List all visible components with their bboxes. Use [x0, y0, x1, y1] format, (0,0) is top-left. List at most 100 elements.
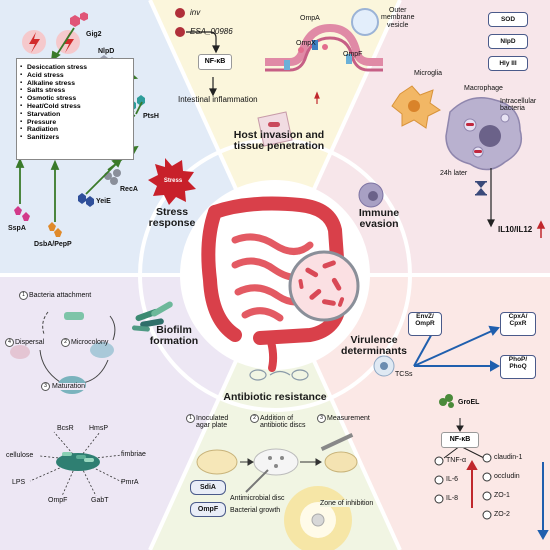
badge-hly-iii: Hly III	[488, 56, 528, 71]
biofilm-step-number: 4	[5, 338, 14, 347]
zone-of-inhibition-label: Zone of inhibition	[320, 500, 374, 508]
membrane-icon	[265, 8, 383, 72]
antibiotic-step-number: 1	[186, 414, 195, 423]
badge-nlpd: NlpD	[488, 34, 528, 49]
badge-cpxa-cpxr: CpxA/ CpxR	[500, 312, 536, 336]
microglia-label: Microglia	[414, 70, 443, 77]
ompx-label: OmpX	[296, 40, 316, 47]
antibiotic-step-number: 3	[317, 414, 326, 423]
biofilm-step-attachment: Bacteria attachment	[29, 292, 92, 299]
up-tnf-alpha: TNF-α	[446, 457, 466, 464]
il10-il12-label: IL10/IL12	[498, 225, 533, 234]
groel-label: GroEL	[458, 399, 480, 406]
intestinal-inflammation-label: Intestinal inflammation	[178, 95, 258, 104]
down-zo2: ZO-2	[494, 511, 510, 518]
tissue-icon	[257, 111, 293, 147]
disc-plate-icon	[245, 448, 299, 493]
factor-lps: LPS	[12, 479, 26, 486]
protein-yeie-icon	[78, 193, 94, 207]
section-biofilm-formation: Biofilm formation	[149, 324, 199, 348]
antibiotic-step-inoculated: Inoculated agar plate	[196, 415, 229, 430]
section-virulence-determinants: Virulence determinants	[341, 334, 407, 358]
envz-ompr-label: EnvZ/ OmpR	[415, 313, 435, 328]
stress-item: Acid stress	[20, 72, 133, 80]
up-il6: IL-6	[446, 476, 459, 483]
antibiotic-ring-icon	[249, 369, 309, 381]
later-label: 24h later	[440, 170, 468, 177]
stress-item: Heat/Cold stress	[20, 103, 133, 111]
factor-bcsr: BcsR	[57, 425, 74, 432]
ompf-pill-antibiotic: OmpF	[190, 502, 226, 517]
intestine-icon	[201, 196, 348, 372]
stress-item: Salts stress	[20, 87, 133, 95]
gene-gig2: Gig2	[86, 31, 102, 38]
badge-sod: SOD	[488, 12, 528, 27]
intracellular-bacteria-label: Intracellular bacteria	[500, 98, 537, 113]
macrophage-label: Macrophage	[464, 85, 503, 92]
protein-sspa-icon	[14, 206, 30, 221]
ompf-label-host: OmpF	[343, 51, 363, 58]
stress-item: Radiation	[20, 126, 133, 134]
factor-fimbriae: fimbriae	[121, 451, 146, 458]
antimicrobial-disc-label: Antimicrobial disc	[230, 495, 285, 502]
gene-reca: RecA	[120, 186, 138, 193]
badge-phop-phoq: PhoP/ PhoQ	[500, 355, 536, 379]
microglia-icon	[391, 85, 441, 129]
bacterial-growth-label: Bacterial growth	[230, 507, 281, 514]
virulence-up-arrow	[466, 459, 478, 508]
factor-hmsp: HmsP	[89, 425, 109, 432]
antibiotic-step-number: 2	[250, 414, 259, 423]
biofilm-step-dispersal: Dispersal	[15, 339, 45, 346]
factor-pmra: PmrA	[121, 479, 139, 486]
gene-esa00986: ESA_00986	[190, 27, 233, 36]
tcs-cell-icon	[373, 355, 395, 377]
stress-item: Alkaline stress	[20, 80, 133, 88]
stress-item: Starvation	[20, 111, 133, 119]
antibiotic-step-discs: Addition of antibiotic discs	[260, 415, 306, 430]
il-up-arrow	[536, 220, 546, 238]
host-nfkb-box: NF-κB	[198, 54, 232, 70]
protein-gig2-icon	[70, 12, 88, 27]
tcss-label: TCSs	[395, 371, 413, 378]
sector-immune-bg	[275, 0, 550, 275]
gene-inv: inv	[190, 8, 201, 17]
gene-dsba-pepp: DsbA/PepP	[34, 241, 72, 248]
protein-dsba-icon	[48, 222, 62, 237]
stress-conditions-list: Desiccation stress Acid stress Alkaline …	[16, 58, 134, 160]
gene-nlpd: NlpD	[98, 48, 115, 55]
virulence-nfkb-box: NF-κB	[441, 432, 479, 448]
small-macrophage-icon	[358, 182, 384, 208]
section-stress-response: Stress response	[148, 206, 196, 230]
factor-ompf: OmpF	[48, 497, 68, 504]
down-occludin: occludin	[494, 473, 520, 480]
factor-cellulose: cellulose	[6, 452, 34, 459]
agar-plate-icon	[196, 449, 238, 475]
antibiotic-step-measurement: Measurement	[327, 415, 370, 422]
virulence-circles	[434, 453, 492, 520]
biofilm-step-maturation: Maturation	[52, 383, 86, 391]
stress-badge-icon	[148, 158, 196, 205]
magnifier-icon	[288, 250, 360, 322]
virulence-down-arrow	[537, 462, 549, 541]
biofilm-step-number: 3	[41, 382, 50, 391]
stress-item: Sanitizers	[20, 134, 133, 142]
nfkb-arrows	[443, 418, 485, 459]
cpxa-cpxr-label: CpxA/ CpxR	[508, 313, 528, 328]
factor-gabt: GabT	[91, 497, 109, 504]
outer-membrane-vesicle-label: Outer membrane vesicle	[381, 7, 415, 29]
ompa-label: OmpA	[300, 15, 320, 22]
biofilm-step-microcolony: Microcolony	[71, 339, 109, 346]
sdia-pill: SdiA	[190, 480, 226, 495]
sector-virulence-bg	[275, 275, 550, 550]
inflammation-up-arrow	[314, 91, 320, 104]
immune-arrows	[487, 168, 495, 228]
section-immune-evasion: Immune evasion	[358, 207, 400, 231]
biofilm-mat-icon	[56, 452, 100, 471]
virulence-arrows	[413, 323, 501, 372]
host-arrows	[186, 31, 220, 97]
up-il8: IL-8	[446, 495, 459, 502]
down-claudin1: claudin-1	[494, 454, 523, 461]
macrophage-icon	[445, 97, 523, 171]
down-zo1: ZO-1	[494, 492, 510, 499]
